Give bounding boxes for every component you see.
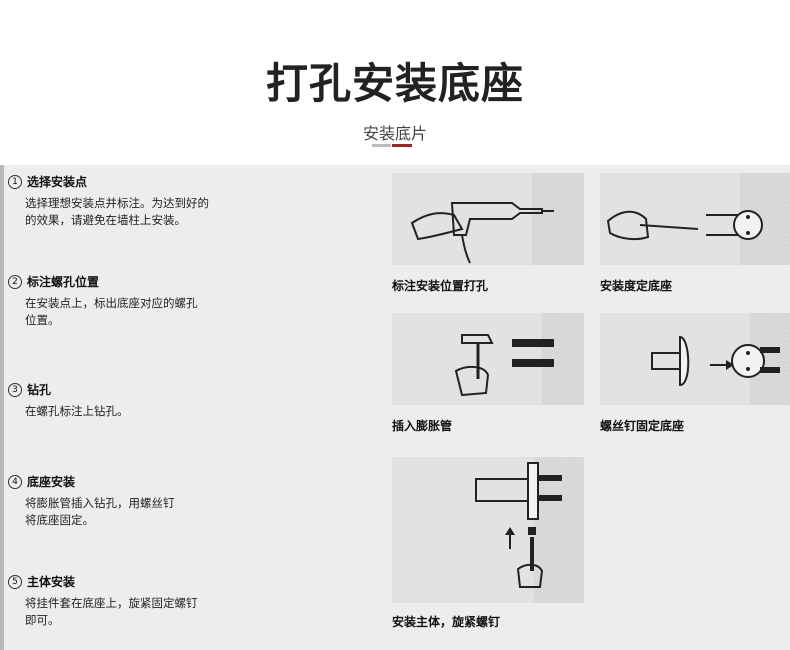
step-1-title: 选择安装点 [27,175,88,189]
figure-mount-base-caption: 螺丝钉固定底座 [600,419,685,433]
step-3-description: 在螺孔标注上钻孔。 [25,404,129,418]
underline-gray-segment [372,144,391,147]
step-4-title: 底座安装 [27,475,76,489]
mount-base-icon [600,313,790,405]
step-5: 5 主体安装 将挂件套在底座上，旋紧固定螺钉 即可。 [8,573,368,629]
figure-assemble: 安装主体，旋紧螺钉 [392,457,584,633]
step-5-description: 将挂件套在底座上，旋紧固定螺钉 即可。 [25,596,198,627]
step-4-heading: 4 底座安装 [8,473,368,490]
step-5-title: 主体安装 [27,575,76,589]
figure-assemble-caption: 安装主体，旋紧螺钉 [392,615,501,629]
step-1-description: 选择理想安装点并标注。为达到好的 的效果，请避免在墙柱上安装。 [25,196,209,227]
page-title: 打孔安装底座 [265,59,524,108]
figure-drill: 标注安装位置打孔 [392,173,584,293]
instructions-panel: 1 选择安装点 选择理想安装点并标注。为达到好的 的效果，请避免在墙柱上安装。 … [0,165,790,650]
step-5-number: 5 [8,574,22,589]
step-3-heading: 3 钻孔 [8,381,368,398]
step-1-number: 1 [8,174,22,189]
assemble-icon [392,457,584,603]
underline-red-segment [392,144,412,147]
figure-screwdriver-caption: 安装度定底座 [600,279,673,293]
step-5-heading: 5 主体安装 [8,573,368,590]
step-3-title: 钻孔 [27,383,52,397]
figure-screwdriver: 安装度定底座 [600,173,790,293]
step-3-number: 3 [8,382,22,397]
header: 打孔安装底座 安装底片 [0,0,790,165]
step-4-number: 4 [8,474,22,489]
step-2-heading: 2 标注螺孔位置 [8,273,368,290]
step-2-description: 在安装点上，标出底座对应的螺孔 位置。 [25,296,198,327]
hammer-icon [392,313,584,405]
step-3: 3 钻孔 在螺孔标注上钻孔。 [8,381,368,420]
step-1: 1 选择安装点 选择理想安装点并标注。为达到好的 的效果，请避免在墙柱上安装。 [8,173,368,229]
step-4: 4 底座安装 将膨胀管插入钻孔，用螺丝钉 将底座固定。 [8,473,368,529]
step-2-title: 标注螺孔位置 [27,275,100,289]
drill-icon [392,173,584,265]
subtitle-underline [372,144,412,147]
step-2-number: 2 [8,274,22,289]
figure-drill-caption: 标注安装位置打孔 [392,279,489,293]
panel-left-edge [0,165,4,650]
page-subtitle: 安装底片 [362,124,427,143]
screwdriver-icon [600,173,790,265]
step-2: 2 标注螺孔位置 在安装点上，标出底座对应的螺孔 位置。 [8,273,368,329]
figure-hammer: 插入膨胀管 [392,313,584,435]
figure-mount-base: 螺丝钉固定底座 [600,313,790,435]
figure-hammer-caption: 插入膨胀管 [392,419,453,433]
step-1-heading: 1 选择安装点 [8,173,368,190]
step-4-description: 将膨胀管插入钻孔，用螺丝钉 将底座固定。 [25,496,175,527]
